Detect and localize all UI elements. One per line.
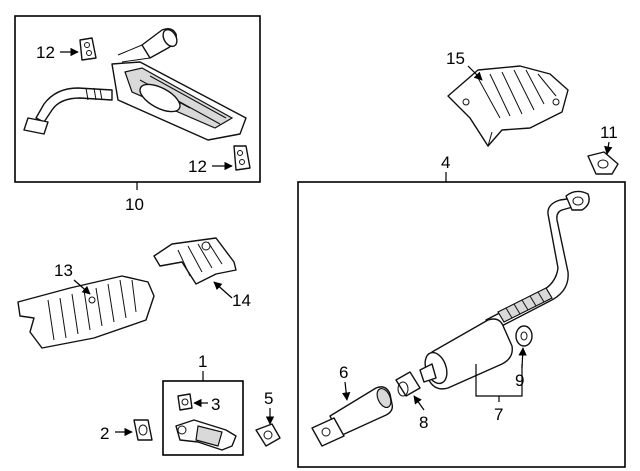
- heat-shield-14: [153, 237, 237, 285]
- callout-5: 5: [264, 389, 273, 408]
- hanger-3: [177, 393, 193, 411]
- callout-9: 9: [515, 371, 524, 390]
- callout-12-top: 12: [36, 43, 55, 62]
- callout-1: 1: [198, 352, 207, 371]
- heat-shield-13: [17, 275, 155, 349]
- callout-4: 4: [441, 153, 450, 172]
- gasket-5: [255, 423, 281, 447]
- front-pipe-kit-frame: [162, 380, 244, 456]
- front-pipe-kit-group: [175, 393, 237, 451]
- hanger-12-top: [79, 37, 97, 61]
- callout-12-bottom: 12: [188, 157, 207, 176]
- callout-13: 13: [54, 261, 73, 280]
- muffler-assembly-group: 12 12: [14, 15, 261, 183]
- callout-8: 8: [419, 413, 428, 432]
- connector-8: [395, 371, 421, 397]
- callout-3: 3: [211, 395, 220, 414]
- heat-shield-15: [447, 65, 569, 148]
- exhaust-system-frame: [297, 181, 626, 468]
- callout-15: 15: [446, 49, 465, 68]
- callout-7: 7: [494, 405, 503, 424]
- gasket-2: [133, 419, 153, 441]
- callout-11: 11: [600, 123, 618, 142]
- gasket-11: [587, 151, 619, 175]
- callout-6: 6: [339, 363, 348, 382]
- callout-10: 10: [125, 195, 144, 214]
- hanger-9: [515, 325, 533, 347]
- catalytic-converter-6: [329, 386, 394, 437]
- center-muffler-7: [427, 318, 513, 390]
- callout-14: 14: [232, 291, 251, 310]
- hanger-12-bottom: [233, 145, 251, 171]
- callout-2: 2: [100, 424, 109, 443]
- exhaust-system-group: [311, 190, 590, 447]
